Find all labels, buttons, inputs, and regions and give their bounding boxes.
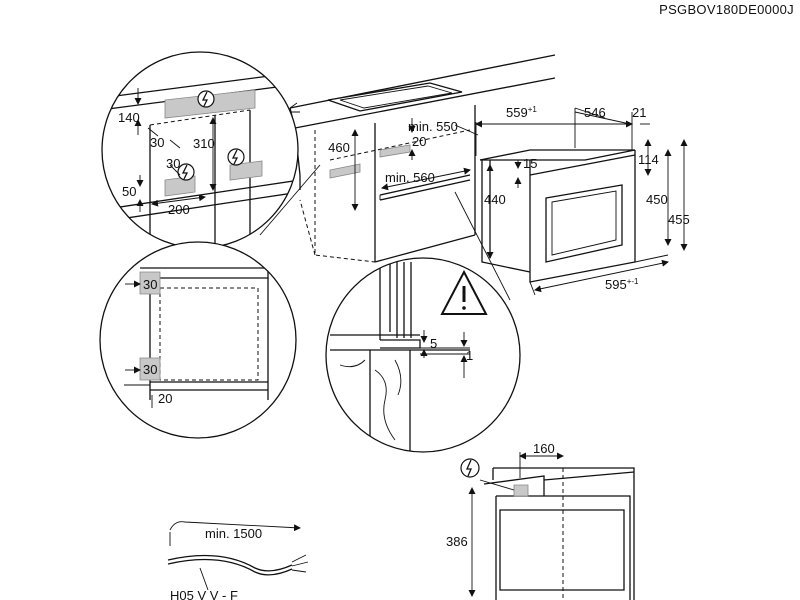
dim-30-a: 30 (150, 135, 164, 150)
hazard-icon-1 (197, 90, 215, 108)
callout-line-2 (259, 164, 321, 236)
dim-140: 140 (118, 110, 140, 125)
dim-min-550: min. 550 (408, 119, 458, 134)
dim-30-bottom: 30 (143, 362, 157, 377)
warning-triangle-icon (440, 269, 488, 315)
oven-isometric: 559+1 546 21 15 440 114 450 455 595+-1 (475, 105, 690, 296)
dim-160: 160 (533, 441, 555, 456)
dim-min-560: min. 560 (385, 170, 435, 185)
detail-circle-edge: 5 1 (325, 257, 521, 453)
dim-114: 114 (638, 152, 659, 167)
cabinet-cutout-view: 460 min. 550 20 min. 560 (289, 54, 556, 263)
dim-20-side: 20 (158, 391, 172, 406)
dim-200: 200 (168, 202, 190, 217)
callout-line (289, 102, 300, 113)
dim-1: 1 (466, 348, 473, 363)
dim-15: 15 (523, 156, 537, 171)
product-code: PSGBOV180DE0000J (659, 2, 794, 17)
dim-440: 440 (484, 192, 506, 207)
hazard-icon-front (460, 458, 480, 478)
detail-circle-top: 140 30 310 30 50 200 (101, 51, 299, 249)
oven-front-view: 160 386 (446, 441, 635, 600)
detail-circle-side: 30 30 20 (99, 241, 297, 439)
dim-30-top: 30 (143, 277, 157, 292)
dim-50: 50 (122, 184, 136, 199)
dim-5: 5 (430, 336, 437, 351)
dim-21: 21 (632, 105, 646, 120)
cable-type: H05 V V - F (170, 588, 238, 600)
dim-455: 455 (668, 212, 690, 227)
power-cable: min. 1500 H05 V V - F (167, 521, 309, 600)
dim-20: 20 (412, 134, 426, 149)
cable-length: min. 1500 (205, 526, 262, 541)
dim-595: 595+-1 (605, 277, 639, 292)
dim-450: 450 (646, 192, 668, 207)
dim-559: 559+1 (506, 105, 537, 120)
dim-310: 310 (193, 136, 215, 151)
dim-546: 546 (584, 105, 606, 120)
dim-460: 460 (328, 140, 350, 155)
hazard-icon-3 (177, 163, 195, 181)
dim-30-b: 30 (166, 156, 180, 171)
hazard-icon-2 (227, 148, 245, 166)
dim-386: 386 (446, 534, 468, 549)
